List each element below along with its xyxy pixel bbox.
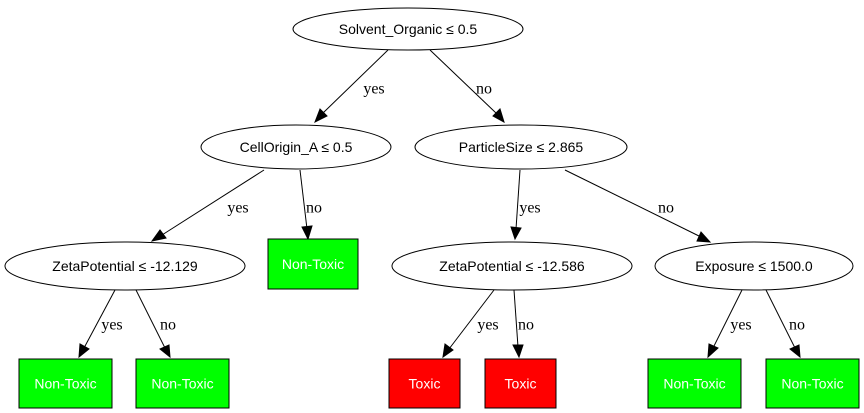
edge-label-yes: yes — [227, 200, 248, 217]
leaf-non-toxic: Non-Toxic — [647, 358, 742, 409]
node-exposure: Exposure ≤ 1500.0 — [654, 241, 854, 291]
leaf-label: Non-Toxic — [781, 376, 843, 392]
edge-exposure-to-leaf-no: no — [765, 289, 805, 359]
leaf-label: Toxic — [505, 376, 537, 392]
edge-label-no: no — [306, 200, 322, 217]
node-label: Exposure ≤ 1500.0 — [695, 258, 813, 274]
edge-label-no: no — [658, 200, 674, 217]
edge-label-yes: yes — [101, 317, 122, 334]
leaf-nodes: Non-Toxic Non-Toxic Non-Toxic Toxic Toxi… — [18, 238, 860, 409]
node-cellorigin: CellOrigin_A ≤ 0.5 — [200, 124, 392, 170]
edge-label-no: no — [789, 317, 805, 334]
leaf-non-toxic: Non-Toxic — [765, 358, 860, 409]
leaf-non-toxic: Non-Toxic — [135, 358, 230, 409]
edge-root-to-particlesize: no — [429, 49, 505, 124]
edge-label-yes: yes — [730, 317, 751, 334]
edge-particlesize-to-exposure: no — [564, 169, 712, 243]
decision-nodes: Solvent_Organic ≤ 0.5 CellOrigin_A ≤ 0.5… — [4, 7, 854, 291]
leaf-label: Non-Toxic — [34, 376, 96, 392]
edge-zetaright-to-leaf-yes: yes — [442, 289, 499, 359]
leaf-label: Non-Toxic — [151, 376, 213, 392]
node-label: Solvent_Organic ≤ 0.5 — [339, 21, 478, 37]
edge-zetaleft-to-leaf-yes: yes — [78, 289, 123, 359]
edge-label-yes: yes — [519, 200, 540, 217]
node-zetapotential-left: ZetaPotential ≤ -12.129 — [4, 241, 246, 291]
edge-label-yes: yes — [363, 81, 384, 98]
edge-cellorigin-to-zetaleft: yes — [150, 169, 265, 242]
leaf-label: Non-Toxic — [663, 376, 725, 392]
edge-cellorigin-to-leaf: no — [299, 169, 322, 241]
node-label: ParticleSize ≤ 2.865 — [459, 139, 584, 155]
edge-label-no: no — [518, 317, 534, 334]
edge-root-to-cellorigin: yes — [314, 49, 389, 124]
edge-zetaleft-to-leaf-no: no — [135, 289, 176, 359]
edge-label-no: no — [160, 317, 176, 334]
node-label: CellOrigin_A ≤ 0.5 — [240, 139, 353, 155]
node-label: ZetaPotential ≤ -12.129 — [52, 258, 198, 274]
edges: yes no yes no yes no — [78, 49, 805, 359]
edge-label-yes: yes — [477, 317, 498, 334]
edge-zetaright-to-leaf-no: no — [512, 289, 534, 359]
node-label: ZetaPotential ≤ -12.586 — [439, 258, 585, 274]
leaf-toxic: Toxic — [388, 358, 461, 409]
edge-exposure-to-leaf-yes: yes — [707, 289, 752, 359]
node-solvent-organic: Solvent_Organic ≤ 0.5 — [292, 7, 524, 51]
edge-particlesize-to-zetaright: yes — [510, 169, 541, 241]
leaf-label: Toxic — [409, 376, 441, 392]
leaf-non-toxic: Non-Toxic — [18, 358, 113, 409]
leaf-non-toxic: Non-Toxic — [267, 238, 359, 290]
node-particlesize: ParticleSize ≤ 2.865 — [414, 124, 628, 170]
node-zetapotential-right: ZetaPotential ≤ -12.586 — [391, 241, 633, 291]
edge-label-no: no — [476, 81, 492, 98]
leaf-label: Non-Toxic — [282, 256, 344, 272]
leaf-toxic: Toxic — [484, 358, 557, 409]
